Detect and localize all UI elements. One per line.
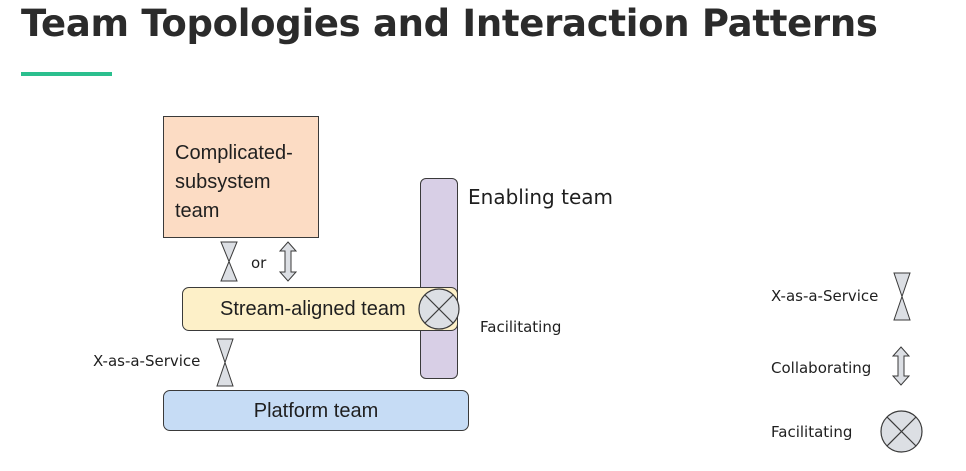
collaborating-icon (278, 241, 298, 282)
legend-label-x-as-a-service: X-as-a-Service (771, 287, 879, 305)
page-title: Team Topologies and Interaction Patterns (21, 2, 878, 45)
title-accent-bar (21, 72, 112, 76)
enabling-team-box (420, 178, 458, 379)
x-as-a-service-icon (220, 241, 238, 282)
enabling-team-label: Enabling team (468, 185, 613, 209)
platform-team-box: Platform team (163, 390, 469, 431)
facilitating-icon (418, 288, 460, 330)
or-label: or (251, 254, 267, 272)
complicated-subsystem-team-box: Complicated-subsystem team (163, 116, 319, 238)
legend-label-collaborating: Collaborating (771, 359, 872, 377)
x-as-a-service-icon (893, 272, 911, 321)
legend-label-facilitating: Facilitating (771, 423, 853, 441)
collaborating-icon (891, 346, 911, 386)
x-as-a-service-label: X-as-a-Service (93, 352, 201, 370)
facilitating-label: Facilitating (480, 318, 562, 336)
stream-aligned-team-box: Stream-aligned team (182, 287, 458, 331)
facilitating-icon (880, 410, 923, 453)
x-as-a-service-icon (216, 338, 234, 387)
